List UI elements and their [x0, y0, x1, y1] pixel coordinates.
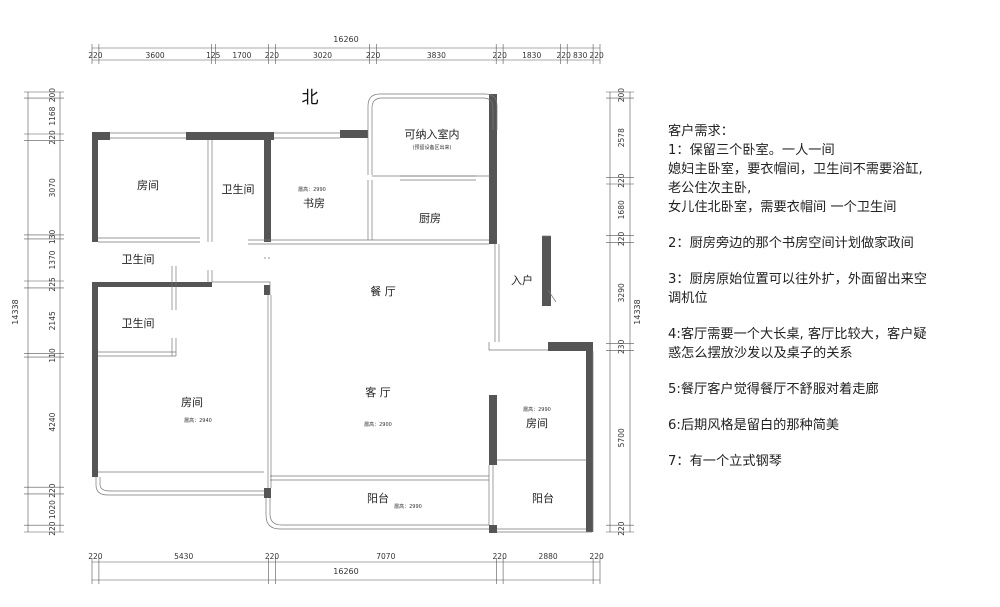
note-7: 7：有一个立式钢琴 — [668, 454, 782, 469]
note-1-line-3: 老公住次主卧, — [668, 181, 752, 196]
room-nw-label: 房间 — [137, 179, 159, 192]
top-segment-5: 3020 — [313, 51, 332, 60]
top-segment-1: 3600 — [146, 51, 165, 60]
balcony-1-label: 阳台 — [367, 491, 389, 505]
living-height-label: 層高：2900 — [364, 421, 392, 428]
right-segment-8: 220 — [617, 521, 626, 536]
bottom-segment-6: 220 — [589, 552, 604, 561]
bottom-segment-2: 220 — [265, 552, 280, 561]
left-segment-3: 3070 — [48, 178, 57, 197]
walkin-label: 可纳入室内 — [405, 127, 460, 141]
client-requirements: 客户需求： 1：保留三个卧室。一人一间 媳妇主卧室，要衣帽间，卫生间不需要浴缸,… — [668, 122, 994, 471]
top-segment-12: 220 — [589, 51, 604, 60]
left-segment-4: 130 — [48, 230, 57, 245]
bottom-segment-4: 220 — [493, 552, 508, 561]
master-label: 房间 — [181, 396, 203, 409]
top-segment-11: 830 — [573, 51, 588, 60]
bottom-dimensions — [91, 558, 601, 584]
note-5: 5:餐厅客户觉得餐厅不舒服对着走廊 — [668, 382, 879, 397]
room-labels: 房间 卫生间 層高：2990 书房 可纳入室内 (预留设备区出来) 厨房 卫生间… — [122, 127, 555, 510]
left-segment-7: 2145 — [48, 311, 57, 330]
right-segment-4: 220 — [617, 232, 626, 247]
left-segment-labels: 200 1168 220 3070 130 1370 225 2145 110 4240 220 10… — [48, 88, 57, 536]
bath-3-label: 卫生间 — [122, 316, 155, 330]
left-segment-0: 200 — [48, 88, 57, 103]
left-segment-6: 225 — [48, 277, 57, 292]
top-segment-4: 220 — [265, 51, 280, 60]
room-se-height-label: 層高：2990 — [523, 406, 551, 413]
top-total-dim: 16260 — [333, 35, 358, 44]
right-total-dim: 14338 — [633, 299, 642, 324]
note-1-line-1: 1：保留三个卧室。一人一间 — [668, 143, 835, 158]
bath-1-label: 卫生间 — [222, 182, 255, 196]
thin-lines — [95, 93, 594, 533]
top-segment-2: 125 — [206, 51, 221, 60]
top-segment-10: 220 — [557, 51, 572, 60]
left-segment-2: 220 — [48, 130, 57, 145]
note-3-line-1: 3：厨房原始位置可以往外扩，外面留出来空 — [668, 272, 927, 287]
room-se-label: 房间 — [526, 417, 548, 430]
entry-label: 入户 — [511, 273, 533, 287]
notes-title: 客户需求： — [668, 124, 734, 139]
bottom-segment-1: 5430 — [174, 552, 193, 561]
note-1-line-4: 女儿住北卧室，需要衣帽间 一个卫生间 — [668, 200, 897, 215]
right-dimensions — [606, 91, 634, 533]
north-label: 北 — [302, 88, 319, 108]
top-segment-8: 220 — [493, 51, 508, 60]
floor-plan: 16260 220 3600 125 1700 220 3020 220 3830 220 183… — [11, 35, 642, 584]
walkin-note: (预留设备区出来) — [413, 144, 452, 151]
left-segment-1: 1168 — [48, 106, 57, 125]
bath-2-label: 卫生间 — [122, 252, 155, 266]
bottom-segment-3: 7070 — [376, 552, 395, 561]
top-dimensions — [91, 44, 601, 64]
left-segment-11: 1020 — [48, 500, 57, 519]
right-segment-6: 230 — [617, 339, 626, 354]
left-segment-9: 4240 — [48, 412, 57, 431]
kitchen-label: 厨房 — [419, 212, 441, 225]
study-label: 书房 — [303, 197, 325, 210]
right-segment-7: 5700 — [617, 428, 626, 447]
right-segment-0: 200 — [617, 88, 626, 103]
left-dimensions — [24, 91, 64, 533]
left-segment-8: 110 — [48, 348, 57, 363]
right-segment-2: 220 — [617, 173, 626, 188]
right-segment-5: 3290 — [617, 283, 626, 302]
walls — [92, 94, 593, 533]
right-segment-3: 1680 — [617, 200, 626, 219]
bottom-segment-0: 220 — [88, 552, 103, 561]
top-segment-3: 1700 — [232, 51, 251, 60]
top-segment-7: 3830 — [427, 51, 446, 60]
bottom-segment-labels: 220 5430 220 7070 220 2880 220 — [88, 552, 604, 561]
note-4-line-2: 惑怎么摆放沙发以及桌子的关系 — [668, 346, 853, 361]
note-6: 6:后期风格是留白的那种简美 — [668, 418, 840, 433]
top-segment-0: 220 — [88, 51, 103, 60]
bottom-total-dim: 16260 — [333, 567, 358, 576]
note-3-line-2: 调机位 — [668, 291, 708, 306]
note-1-line-2: 媳妇主卧室，要衣帽间，卫生间不需要浴缸, — [668, 162, 923, 177]
left-segment-12: 220 — [48, 521, 57, 536]
note-4-line-1: 4:客厅需要一个大长桌, 客厅比较大，客户疑 — [668, 327, 927, 342]
top-segment-9: 1830 — [522, 51, 541, 60]
dining-label: 餐 厅 — [370, 284, 396, 298]
left-total-dim: 14338 — [11, 299, 20, 324]
note-2: 2：厨房旁边的那个书房空间计划做家政间 — [668, 236, 914, 251]
balcony-1-height-label: 層高：2990 — [394, 503, 422, 510]
study-height-label: 層高：2990 — [298, 186, 326, 193]
left-segment-5: 1370 — [48, 250, 57, 269]
top-segment-6: 220 — [366, 51, 381, 60]
living-label: 客 厅 — [365, 385, 391, 399]
bottom-segment-5: 2880 — [539, 552, 558, 561]
right-segment-labels: 200 2578 220 1680 220 3290 230 5700 220 — [617, 88, 626, 536]
right-segment-1: 2578 — [617, 128, 626, 147]
balcony-2-label: 阳台 — [532, 491, 554, 505]
master-height-label: 層高：2940 — [184, 417, 212, 424]
left-segment-10: 220 — [48, 483, 57, 498]
